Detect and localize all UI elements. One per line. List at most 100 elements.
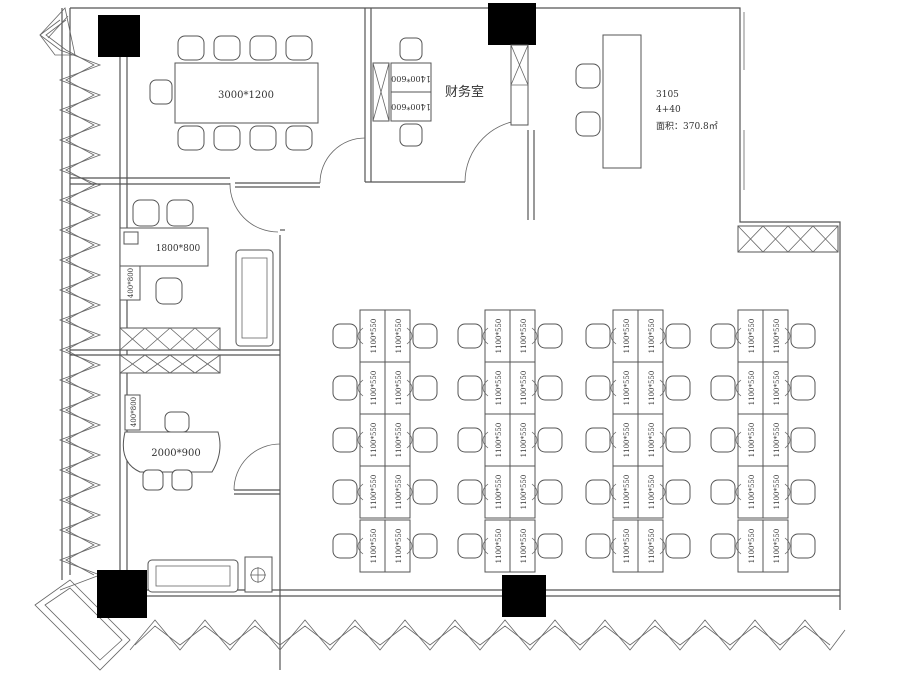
desk xyxy=(762,519,789,573)
chair xyxy=(412,533,438,559)
monitor xyxy=(531,327,538,345)
monitor xyxy=(659,483,666,501)
corner-bay-inner xyxy=(44,587,123,661)
column xyxy=(97,570,147,618)
monitor xyxy=(482,327,489,345)
monitor xyxy=(531,537,538,555)
desk xyxy=(612,309,639,363)
workstation-area: 1100*550 1100*550 1100*550 1100*550 1100*550… xyxy=(332,309,816,573)
desk-size-label: 1100*550 xyxy=(520,529,528,564)
chair xyxy=(537,375,563,401)
chair xyxy=(457,427,483,453)
desk-size-label: 1100*550 xyxy=(623,529,631,564)
conference-room: 3000*1200 xyxy=(149,35,319,151)
chair xyxy=(537,479,563,505)
desk xyxy=(359,519,386,573)
side-cabinet-size: 400*800 xyxy=(130,397,138,427)
monitor xyxy=(784,327,791,345)
desk-size-label: 1100*550 xyxy=(395,319,403,354)
chair xyxy=(177,125,205,151)
corner-bay xyxy=(34,579,131,671)
room-area: 面积：370.8㎡ xyxy=(656,120,718,132)
monitor xyxy=(531,431,538,449)
monitor xyxy=(610,327,617,345)
chair xyxy=(164,411,190,433)
desk-size-label: 1100*550 xyxy=(623,423,631,458)
monitor xyxy=(735,327,742,345)
monitor xyxy=(531,483,538,501)
chair xyxy=(665,427,691,453)
desk-size-label: 1100*550 xyxy=(495,371,503,406)
chair xyxy=(790,427,816,453)
desk-size-label: 1100*550 xyxy=(773,319,781,354)
office-desk xyxy=(602,34,642,169)
chair xyxy=(665,323,691,349)
monitor xyxy=(406,327,413,345)
desk-size-label: 1100*550 xyxy=(370,371,378,406)
chair xyxy=(412,479,438,505)
monitor xyxy=(784,483,791,501)
chair xyxy=(585,375,611,401)
chair xyxy=(457,479,483,505)
chair xyxy=(332,323,358,349)
desk-size-label: 1100*550 xyxy=(370,475,378,510)
monitor xyxy=(735,537,742,555)
chair xyxy=(457,323,483,349)
desk xyxy=(612,361,639,415)
monitor xyxy=(406,483,413,501)
monitor xyxy=(406,431,413,449)
monitor xyxy=(357,379,364,397)
column xyxy=(98,15,140,57)
desk xyxy=(484,465,511,519)
monitor xyxy=(406,379,413,397)
monitor xyxy=(357,431,364,449)
desk-size-label: 1100*550 xyxy=(748,529,756,564)
workstation-cluster: 1100*550 1100*550 xyxy=(710,465,816,519)
wall-cabinet xyxy=(737,225,839,253)
door-swing xyxy=(233,443,281,491)
workstation-cluster: 1100*550 1100*550 xyxy=(457,519,563,573)
desk-size-label: 1100*550 xyxy=(773,475,781,510)
window-top-left xyxy=(39,7,76,56)
side-cabinet-size: 400*800 xyxy=(127,268,135,298)
room-number: 3105 xyxy=(656,90,679,100)
chair xyxy=(457,533,483,559)
desk-size-label: 1100*550 xyxy=(648,475,656,510)
chairs-top xyxy=(177,35,313,61)
chair xyxy=(575,63,601,89)
chair xyxy=(412,375,438,401)
door-swing xyxy=(319,137,366,184)
column xyxy=(488,3,536,45)
side-cabinet xyxy=(124,394,141,431)
desk-size-label: 1100*550 xyxy=(495,529,503,564)
desk-size-label: 1100*550 xyxy=(623,319,631,354)
chair xyxy=(665,479,691,505)
monitor xyxy=(735,483,742,501)
desk xyxy=(737,309,764,363)
chair xyxy=(537,533,563,559)
desk-size-label: 1100*550 xyxy=(623,475,631,510)
chair xyxy=(585,323,611,349)
finance-room-name: 财务室 xyxy=(445,84,484,100)
desk xyxy=(484,309,511,363)
desk xyxy=(384,309,411,363)
monitor xyxy=(406,537,413,555)
chair xyxy=(710,323,736,349)
finance-desk xyxy=(390,91,432,122)
desk-size-label: 1100*550 xyxy=(748,475,756,510)
room-code: 4+40 xyxy=(656,105,681,115)
chair xyxy=(665,375,691,401)
desk xyxy=(762,309,789,363)
chair xyxy=(537,323,563,349)
